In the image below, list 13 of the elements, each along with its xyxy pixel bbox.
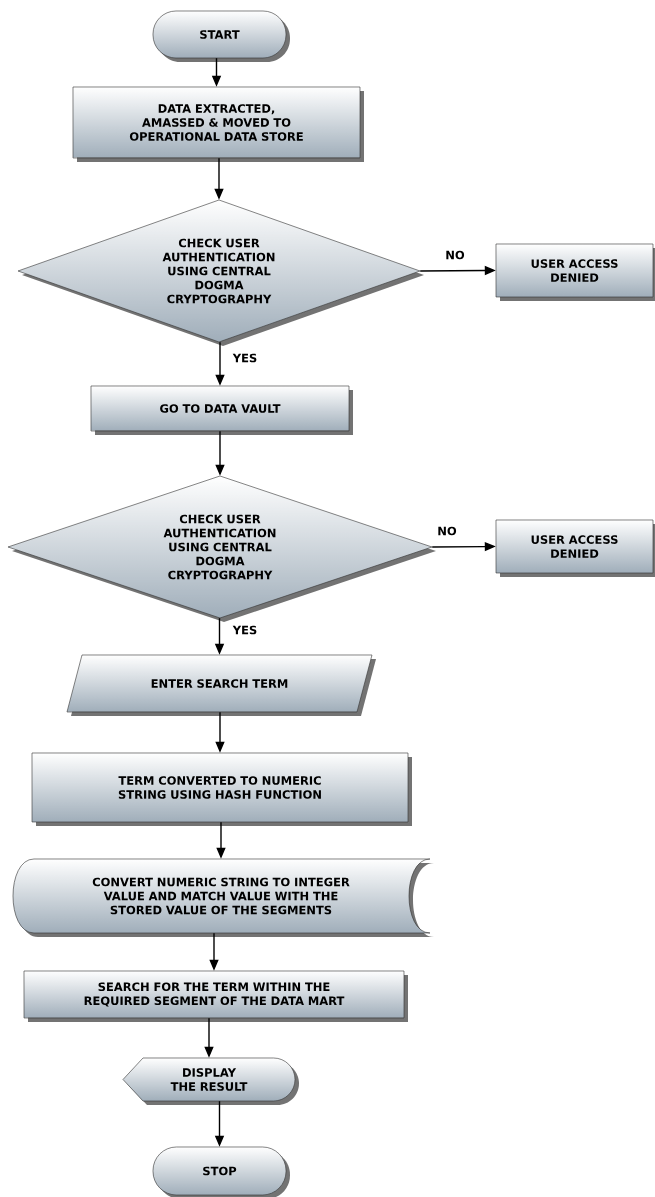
- edge-label: YES: [231, 624, 259, 636]
- process-box: SEARCH FOR THE TERM WITHIN THE REQUIRED SEGMENT OF THE DATA MART: [23, 970, 408, 1022]
- input-parallelogram: ENTER SEARCH TERM: [66, 654, 376, 716]
- process-box: TERM CONVERTED TO NUMERIC STRING USING HASH FUNCTION: [31, 752, 412, 826]
- process-box: GO TO DATA VAULT: [90, 385, 353, 435]
- edge-label: YES: [231, 352, 259, 364]
- edge-label: NO: [444, 249, 466, 261]
- process-box: DATA EXTRACTED, AMASSED & MOVED TO OPERATIONAL DATA STORE: [72, 86, 364, 162]
- edge-label: NO: [436, 525, 458, 537]
- process-box: USER ACCESS DENIED: [495, 519, 655, 577]
- terminal-oval: STOP: [152, 1146, 290, 1197]
- terminal-oval: START: [152, 10, 290, 62]
- process-box: USER ACCESS DENIED: [495, 243, 655, 301]
